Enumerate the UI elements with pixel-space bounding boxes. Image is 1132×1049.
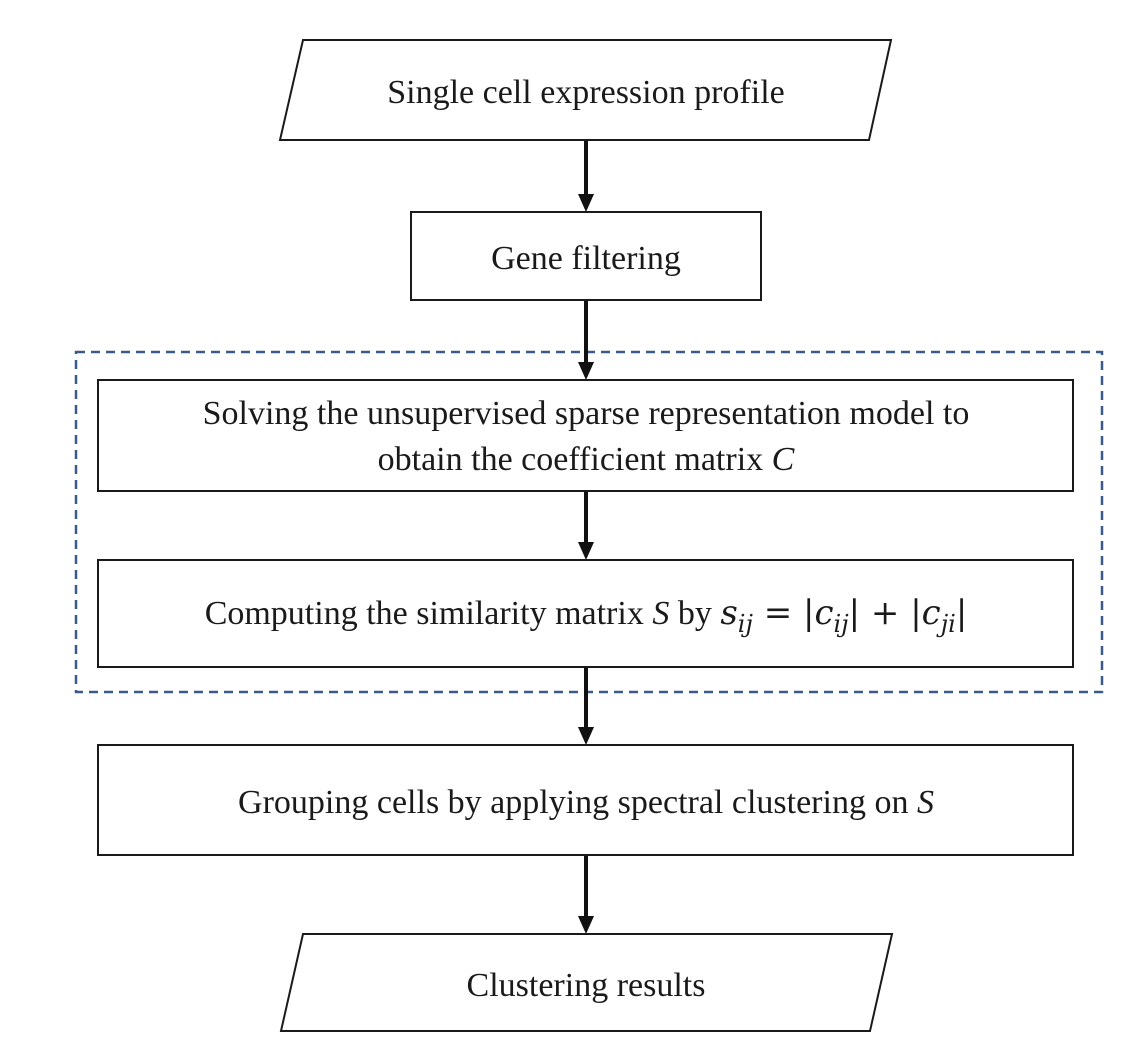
edge-cluster-to-output	[578, 855, 594, 934]
node-label: Grouping cells by applying spectral clus…	[238, 784, 934, 821]
edges	[578, 140, 594, 934]
core-group-border	[74, 350, 1104, 694]
node-gene-filtering: Gene filtering	[410, 211, 762, 301]
node-clustering-results: Clustering results	[279, 933, 894, 1032]
node-label: Single cell expression profile	[387, 74, 785, 111]
edge-solve-to-similarity	[578, 491, 594, 560]
node-solve-sparse-model: Solving the unsupervised sparse represen…	[97, 379, 1074, 492]
node-label-line1: Solving the unsupervised sparse represen…	[203, 395, 970, 432]
node-single-cell-expression-profile: Single cell expression profile	[278, 39, 893, 141]
node-compute-similarity: Computing the similarity matrix S by sij…	[97, 559, 1074, 668]
edge-input-to-filter	[578, 140, 594, 212]
node-label-line2: obtain the coefficient matrix C	[378, 441, 795, 478]
node-label: Gene filtering	[491, 240, 681, 277]
edge-similarity-to-cluster	[578, 667, 594, 745]
node-spectral-clustering: Grouping cells by applying spectral clus…	[97, 744, 1074, 856]
node-label: Clustering results	[467, 967, 706, 1004]
edge-filter-to-solve	[578, 300, 594, 380]
node-label: Computing the similarity matrix S by sij…	[205, 593, 968, 638]
